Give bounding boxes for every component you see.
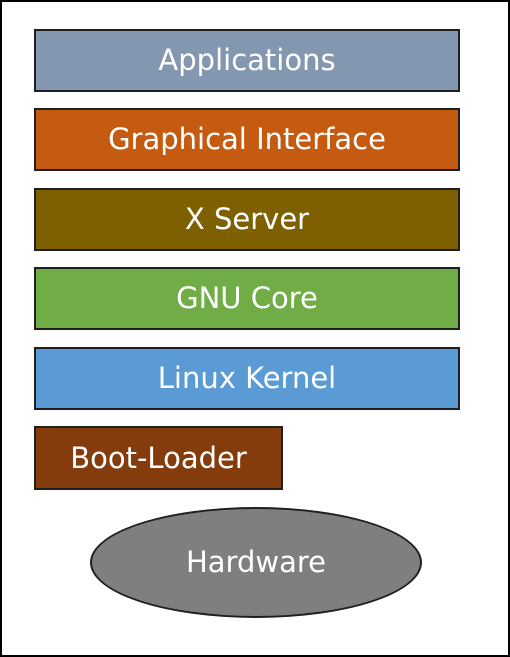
hardware-label: Hardware	[185, 545, 326, 579]
graphical-interface-label: Graphical Interface	[108, 122, 386, 156]
applications-label: Applications	[158, 43, 336, 77]
applications-layer: Applications	[34, 29, 460, 92]
graphical-interface-layer: Graphical Interface	[34, 108, 460, 171]
linux-kernel-layer: Linux Kernel	[34, 347, 460, 410]
gnu-core-layer: GNU Core	[34, 267, 460, 330]
gnu-core-label: GNU Core	[176, 281, 318, 315]
boot-loader-label: Boot-Loader	[70, 440, 247, 475]
boot-loader-layer: Boot-Loader	[34, 426, 283, 490]
x-server-layer: X Server	[34, 188, 460, 251]
x-server-label: X Server	[184, 202, 310, 236]
hardware-ellipse: Hardware	[90, 507, 422, 618]
linux-kernel-label: Linux Kernel	[157, 361, 337, 395]
